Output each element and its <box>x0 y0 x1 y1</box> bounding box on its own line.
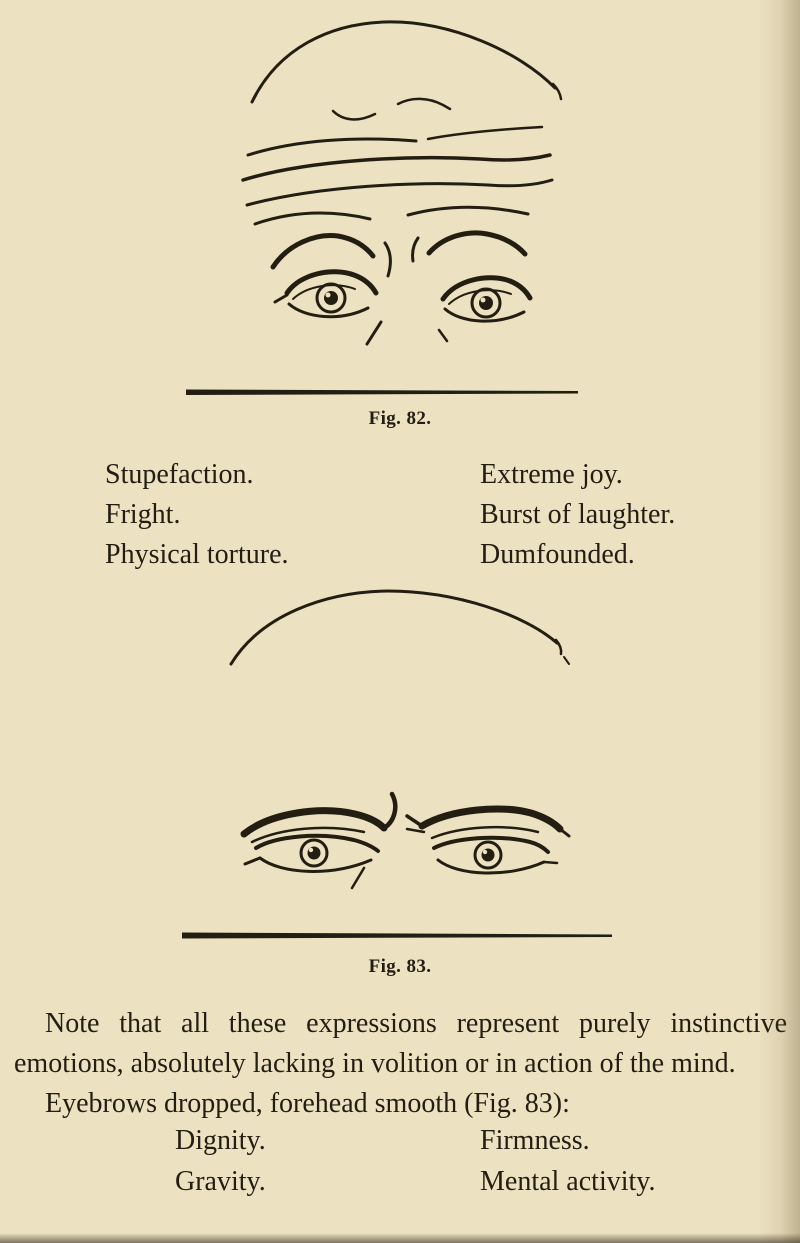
expression-label: Dumfounded. <box>480 539 635 570</box>
forehead-arc <box>250 20 563 104</box>
right-eye <box>437 275 533 343</box>
expression-label: Gravity. <box>175 1166 266 1197</box>
expression-label: Stupefaction. <box>105 459 254 490</box>
body-text: Note that all these expressions represen… <box>14 1004 787 1124</box>
fig82-right-column: Extreme joy. Burst of laughter. Dumfound… <box>480 455 675 575</box>
left-eyebrow <box>270 233 392 278</box>
page-edge-shadow-bottom <box>0 1233 800 1243</box>
right-eye <box>432 835 559 875</box>
expression-label: Physical torture. <box>105 539 289 570</box>
fig83-illustration <box>229 589 571 890</box>
expression-label: Burst of laughter. <box>480 499 676 530</box>
left-eyebrow <box>240 791 398 844</box>
left-eye <box>273 269 383 346</box>
expression-label: Extreme joy. <box>480 459 623 490</box>
note-paragraph: Note that all these expressions represen… <box>14 1008 787 1079</box>
forehead-arc <box>229 589 570 666</box>
fig82-illustration <box>241 20 563 346</box>
forehead-wrinkles <box>241 97 554 226</box>
left-eye <box>243 833 380 890</box>
expression-label: Dignity. <box>175 1125 266 1156</box>
expression-label: Firmness. <box>480 1125 590 1156</box>
fig83-rule <box>182 932 612 939</box>
fig82-left-column: Stupefaction. Fright. Physical torture. <box>105 455 289 575</box>
right-eyebrow <box>411 230 528 263</box>
fig83-right-column: Firmness. Mental activity. <box>480 1120 655 1202</box>
fig83-left-column: Dignity. Gravity. <box>175 1120 266 1202</box>
fig83-caption: Fig. 83. <box>368 956 432 977</box>
fig82-rule <box>186 389 578 395</box>
right-eyebrow <box>405 805 571 840</box>
expression-label: Mental activity. <box>480 1166 656 1197</box>
expression-label: Fright. <box>105 499 181 530</box>
fig82-caption: Fig. 82. <box>368 408 432 429</box>
eyebrows-dropped-subheading: Eyebrows dropped, forehead smooth (Fig. … <box>45 1088 570 1119</box>
